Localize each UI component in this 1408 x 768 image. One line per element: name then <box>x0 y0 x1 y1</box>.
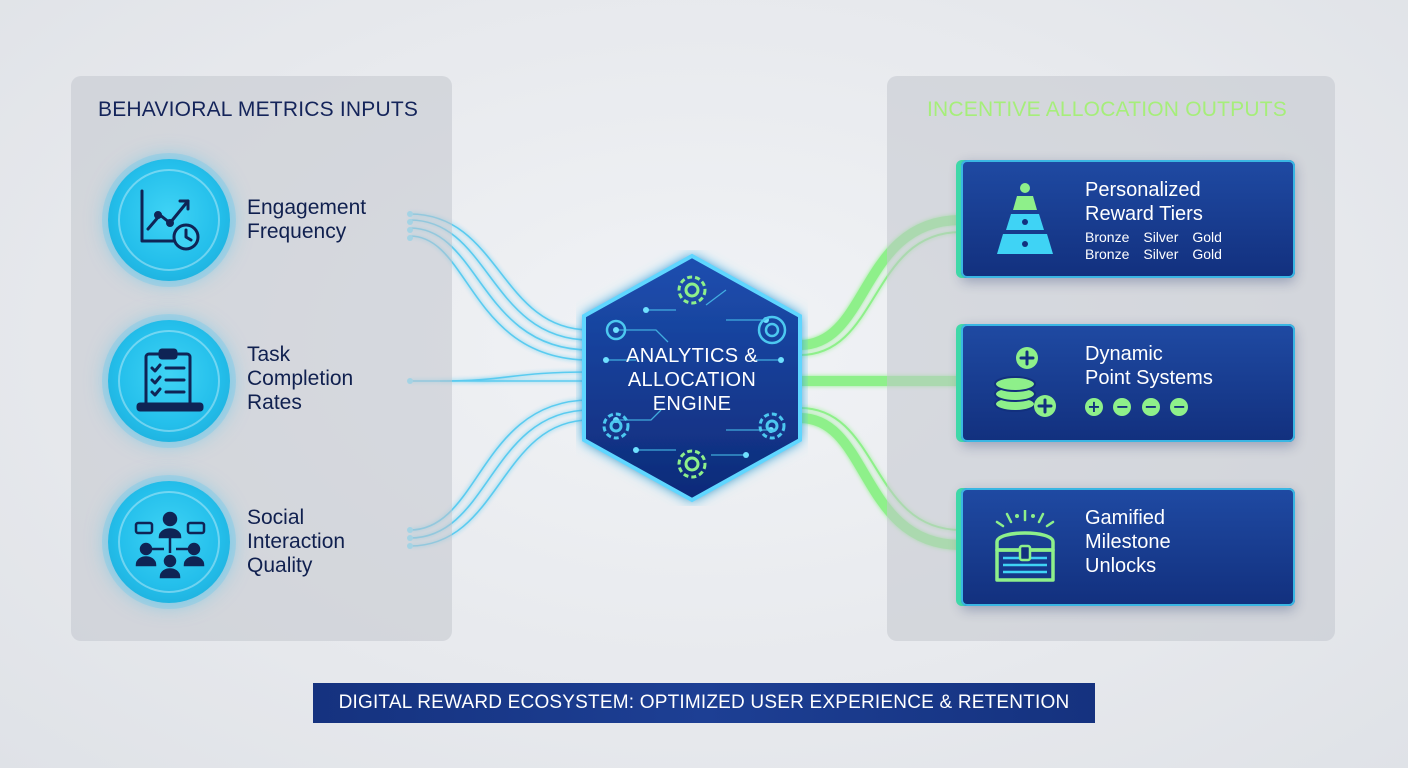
social-interaction-label: Social Interaction Quality <box>247 506 346 577</box>
minus-icon: − <box>1141 398 1160 416</box>
tier-bronze: Bronze <box>1085 246 1130 262</box>
engine-title-line-3: ENGINE <box>652 393 732 415</box>
gear-icon <box>758 412 786 440</box>
tier-pyramid-icon <box>997 183 1053 254</box>
tier-gold: Gold <box>1192 229 1222 245</box>
inputs-panel-title: BEHAVIORAL METRICS INPUTS <box>98 98 419 121</box>
gear-icon <box>677 275 707 305</box>
milestone-unlocks-title: Gamified Milestone Unlocks <box>1085 507 1171 577</box>
tier-row-1: Bronze Silver Gold <box>1085 229 1236 245</box>
task-completion-label: Task Completion Rates <box>247 343 354 414</box>
task-completion-badge <box>108 320 230 442</box>
milestone-unlocks-card: Gamified Milestone Unlocks <box>961 488 1295 606</box>
target-icon <box>605 319 627 341</box>
treasure-chest-icon <box>995 510 1055 582</box>
outputs-panel-title: INCENTIVE ALLOCATION OUTPUTS <box>927 98 1287 121</box>
tier-silver: Silver <box>1143 246 1179 262</box>
engine-title-line-1: ANALYTICS & <box>626 345 758 367</box>
clipboard-checklist-icon <box>136 348 204 412</box>
footer-banner: DIGITAL REWARD ECOSYSTEM: OPTIMIZED USER… <box>313 683 1095 723</box>
engine-hexagon <box>582 253 802 503</box>
trend-chart-clock-icon <box>140 189 200 251</box>
target-icon <box>757 315 787 345</box>
social-interaction-badge <box>108 481 230 603</box>
tier-silver: Silver <box>1143 229 1179 245</box>
engine-title-line-2: ALLOCATION <box>627 369 757 391</box>
point-symbols: + − − − <box>1085 398 1194 417</box>
point-systems-card: Dynamic Point Systems + − − − <box>961 324 1295 442</box>
analytics-engine: ANALYTICS & ALLOCATION ENGINE <box>576 250 808 506</box>
minus-icon: − <box>1170 398 1189 416</box>
engagement-frequency-badge <box>108 159 230 281</box>
people-network-chat-icon <box>134 511 206 579</box>
point-systems-title: Dynamic Point Systems <box>1085 343 1213 389</box>
input-line-2b <box>439 371 591 382</box>
plus-icon: + <box>1085 398 1103 416</box>
tier-bronze: Bronze <box>1085 229 1130 245</box>
engagement-frequency-label: Engagement Frequency <box>247 196 367 243</box>
tier-gold: Gold <box>1192 246 1222 262</box>
gear-icon <box>602 412 630 440</box>
coin-stack-plus-icon <box>994 347 1056 417</box>
tier-row-2: Bronze Silver Gold <box>1085 246 1236 262</box>
reward-tiers-title: Personalized Reward Tiers <box>1085 179 1203 225</box>
gear-icon <box>677 449 707 479</box>
minus-icon: − <box>1113 398 1132 416</box>
